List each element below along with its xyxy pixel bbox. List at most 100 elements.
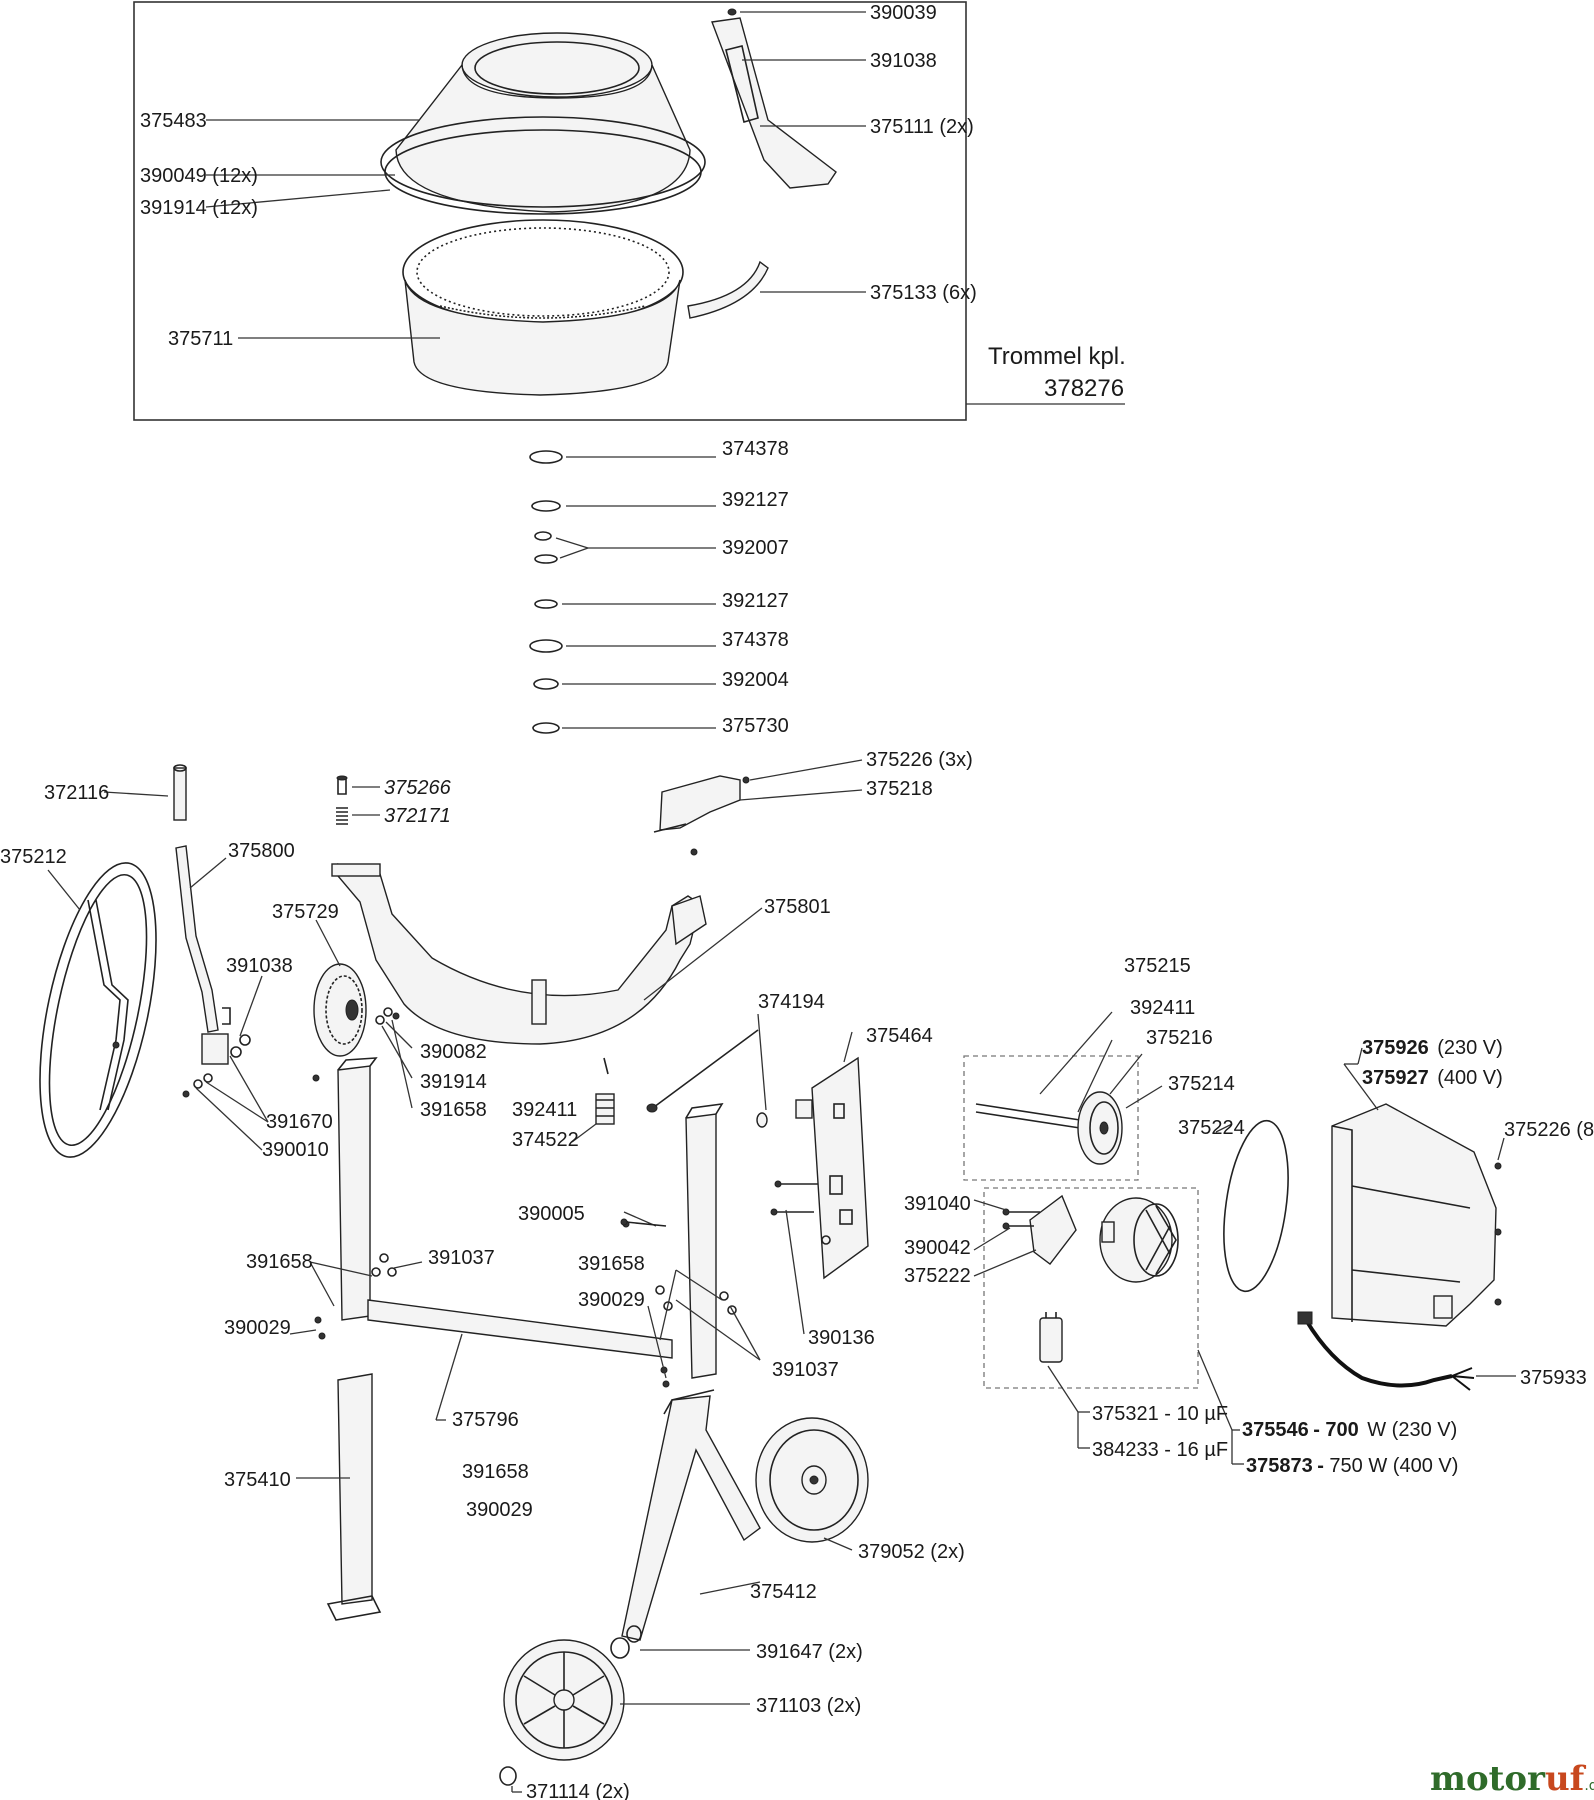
label-371114: 371114 (2x): [526, 1781, 630, 1800]
label-390029-c: 390029: [466, 1499, 533, 1521]
shaft-374194: [646, 1013, 768, 1128]
assembly-number: 378276: [1044, 375, 1124, 402]
label-391658-c: 391658: [246, 1251, 313, 1273]
label-375215: 375215: [1124, 955, 1191, 977]
label-375133: 375133 (6x): [870, 282, 977, 304]
mounting-plate-375464: [770, 1031, 869, 1335]
label-391038-top: 391038: [870, 50, 937, 72]
label-390042: 390042: [904, 1237, 971, 1259]
label-375224: 375224: [1178, 1117, 1245, 1139]
label-375410: 375410: [224, 1469, 291, 1491]
label-372171: 372171: [384, 805, 451, 827]
label-392127-a: 392127: [722, 489, 789, 511]
cover-variant-1-spec: (230 V): [1437, 1037, 1503, 1059]
label-391038-left: 391038: [226, 955, 293, 977]
label-374194: 374194: [758, 991, 825, 1013]
label-375212: 375212: [0, 846, 67, 868]
brand-logo-part1: motor: [1430, 1759, 1546, 1799]
drum-lower-bowl: [402, 219, 684, 396]
label-392127-b: 392127: [722, 590, 789, 612]
bracket-375218: [653, 759, 863, 856]
yoke-frame-375801: [331, 863, 707, 1045]
label-391914-mid: 391914: [420, 1071, 487, 1093]
svg-text:motoruf.de: motoruf.de: [1430, 1759, 1594, 1799]
motor-variant-2: 375873 - 750 W (400 V): [1246, 1455, 1458, 1477]
bearing-stack: [529, 450, 716, 734]
label-391670: 391670: [266, 1111, 333, 1133]
label-390136: 390136: [808, 1327, 875, 1349]
cover-variant-list: 375926 (230 V) 375927 (400 V): [1362, 1037, 1503, 1089]
label-392007: 392007: [722, 537, 789, 559]
pulley-group: [963, 1011, 1163, 1181]
brand-logo-part2: uf: [1545, 1759, 1587, 1799]
label-390010: 390010: [262, 1139, 329, 1161]
motor-variant-2-number: 375873: [1246, 1455, 1313, 1477]
label-391037-a: 391037: [428, 1247, 495, 1269]
label-371103: 371103 (2x): [756, 1695, 861, 1717]
label-392411-a: 392411: [512, 1099, 577, 1121]
label-375464: 375464: [866, 1025, 933, 1047]
label-390029-b: 390029: [578, 1289, 645, 1311]
cover-variant-1: 375926 (230 V): [1362, 1037, 1503, 1059]
label-384233: 384233 - 16 µF: [1092, 1439, 1228, 1461]
label-374378-b: 374378: [722, 629, 789, 651]
label-391037-b: 391037: [772, 1359, 839, 1381]
motor-variant-1-number: 375546: [1242, 1419, 1309, 1441]
belt-375224: [1215, 1119, 1289, 1293]
label-375218: 375218: [866, 778, 933, 800]
label-375796: 375796: [452, 1409, 519, 1431]
label-379052: 379052 (2x): [858, 1541, 965, 1563]
motor-group: [973, 1187, 1244, 1465]
label-375711: 375711: [168, 328, 233, 350]
cover-variant-1-number: 375926: [1362, 1037, 1429, 1059]
drum-upper-cone: [380, 32, 706, 215]
label-390005: 390005: [518, 1203, 585, 1225]
gear-374522: [571, 1057, 615, 1143]
label-375226-3x: 375226 (3x): [866, 749, 973, 771]
label-391040: 391040: [904, 1193, 971, 1215]
brand-logo: motoruf.de: [1430, 1759, 1594, 1799]
motor-cover: [1331, 1047, 1505, 1327]
cap-371114: [499, 1766, 522, 1793]
brand-logo-suffix: .de: [1584, 1778, 1594, 1794]
washer-391647: [610, 1625, 750, 1659]
drum-assembly-group: Trommel kpl. 378276: [133, 1, 1126, 421]
mixing-paddle: [711, 8, 837, 189]
wheel-371103: [503, 1639, 750, 1761]
label-375111: 375111 (2x): [870, 116, 974, 138]
label-391658-b: 391658: [578, 1253, 645, 1275]
label-391658-d: 391658: [462, 1461, 529, 1483]
label-375729: 375729: [272, 901, 339, 923]
label-391914-top: 391914 (12x): [140, 197, 258, 219]
gear-hub-375729: [312, 963, 400, 1082]
lever-375800: [175, 845, 231, 1065]
label-375801: 375801: [764, 896, 831, 918]
lever-fasteners: [182, 975, 269, 1151]
label-375226-8x: 375226 (8x): [1504, 1119, 1594, 1141]
label-374522: 374522: [512, 1129, 579, 1151]
stand-leader-lines: [289, 1211, 761, 1595]
label-392411-b: 392411: [1130, 997, 1195, 1019]
label-375800: 375800: [228, 840, 295, 862]
motor-variant-2-power: 750 W (400 V): [1329, 1455, 1458, 1477]
label-391658-a: 391658: [420, 1099, 487, 1121]
motor-variant-1-unit: W (230 V): [1367, 1419, 1457, 1441]
label-392004: 392004: [722, 669, 789, 691]
gear-segment: [687, 260, 769, 319]
label-375216: 375216: [1146, 1027, 1213, 1049]
pin-spring-375266-372171: [336, 775, 380, 825]
wheel-379052: [755, 1417, 869, 1551]
label-375483: 375483: [140, 110, 207, 132]
drum-leader-lines: [205, 11, 866, 339]
label-391647: 391647 (2x): [756, 1641, 863, 1663]
label-375222: 375222: [904, 1265, 971, 1287]
assembly-title: Trommel kpl.: [988, 343, 1126, 370]
label-375933: 375933: [1520, 1367, 1587, 1389]
cover-variant-2: 375927 (400 V): [1362, 1067, 1503, 1089]
handwheel-375212: [39, 862, 157, 1158]
label-390049: 390049 (12x): [140, 165, 258, 187]
cover-variant-2-number: 375927: [1362, 1067, 1429, 1089]
motor-variant-list: 375546 - 700 W (230 V) 375873 - 750 W (4…: [1242, 1419, 1458, 1477]
power-cable-375933: [1297, 1311, 1516, 1391]
